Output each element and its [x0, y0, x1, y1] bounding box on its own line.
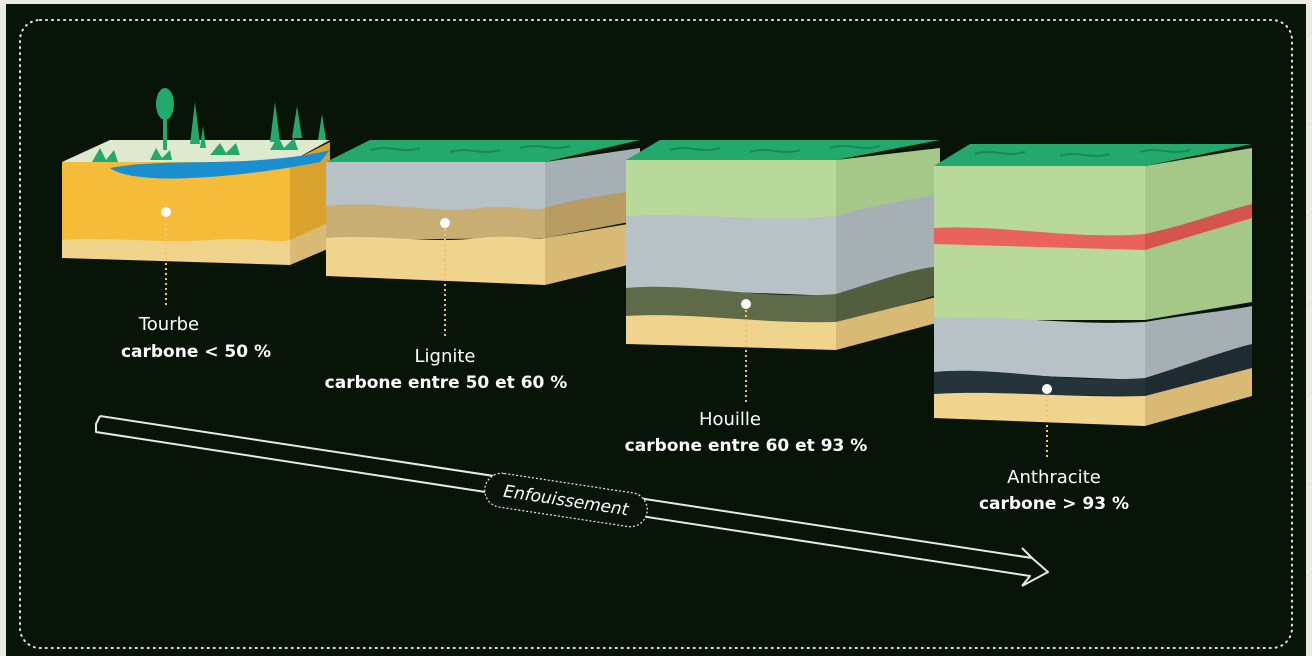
stage-carbon-tourbe: carbone < 50 % [121, 342, 271, 362]
dotted-frame [19, 19, 1293, 649]
stage-name-anthracite: Anthracite [1007, 467, 1101, 488]
block-tourbe [62, 88, 330, 308]
stage-name-tourbe: Tourbe [138, 314, 199, 335]
stage-carbon-anthracite: carbone > 93 % [979, 494, 1129, 514]
stage-carbon-houille: carbone entre 60 et 93 % [625, 436, 868, 456]
block-houille [626, 140, 940, 404]
stage-name-houille: Houille [699, 409, 761, 430]
burial-arrow: Enfouissement [95, 415, 1049, 587]
burial-arrow-label-box [484, 472, 648, 528]
stage-carbon-lignite: carbone entre 50 et 60 % [325, 373, 568, 393]
stage-name-lignite: Lignite [415, 346, 476, 367]
block-anthracite [934, 144, 1252, 458]
block-lignite [326, 140, 640, 338]
